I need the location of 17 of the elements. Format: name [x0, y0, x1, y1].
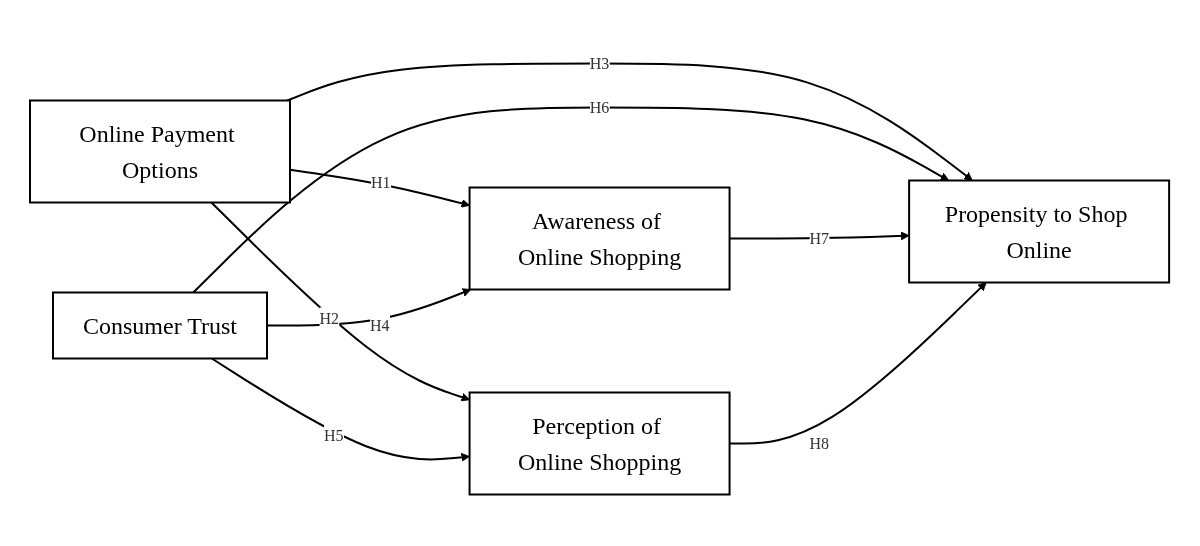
arrow — [192, 106, 950, 294]
edge-label: H6 — [590, 98, 610, 116]
edge-label: H5 — [324, 427, 345, 445]
node-box: Consumer Trust — [52, 291, 269, 360]
node-box: Perception of Online Shopping — [469, 391, 731, 496]
node-box: Propensity to Shop Online — [908, 179, 1171, 284]
arrow — [211, 357, 471, 462]
edge-label: H1 — [371, 173, 391, 191]
edge-label: H3 — [590, 54, 610, 72]
node-box: Awareness of Online Shopping — [469, 186, 731, 291]
arrow — [210, 201, 471, 402]
edge-label: H7 — [810, 229, 830, 247]
arrow — [286, 62, 974, 181]
edge-label: H2 — [319, 310, 340, 328]
edge-label: H4 — [370, 316, 390, 334]
edge-label: H8 — [810, 434, 830, 452]
node-box: Online Payment Options — [29, 99, 292, 204]
